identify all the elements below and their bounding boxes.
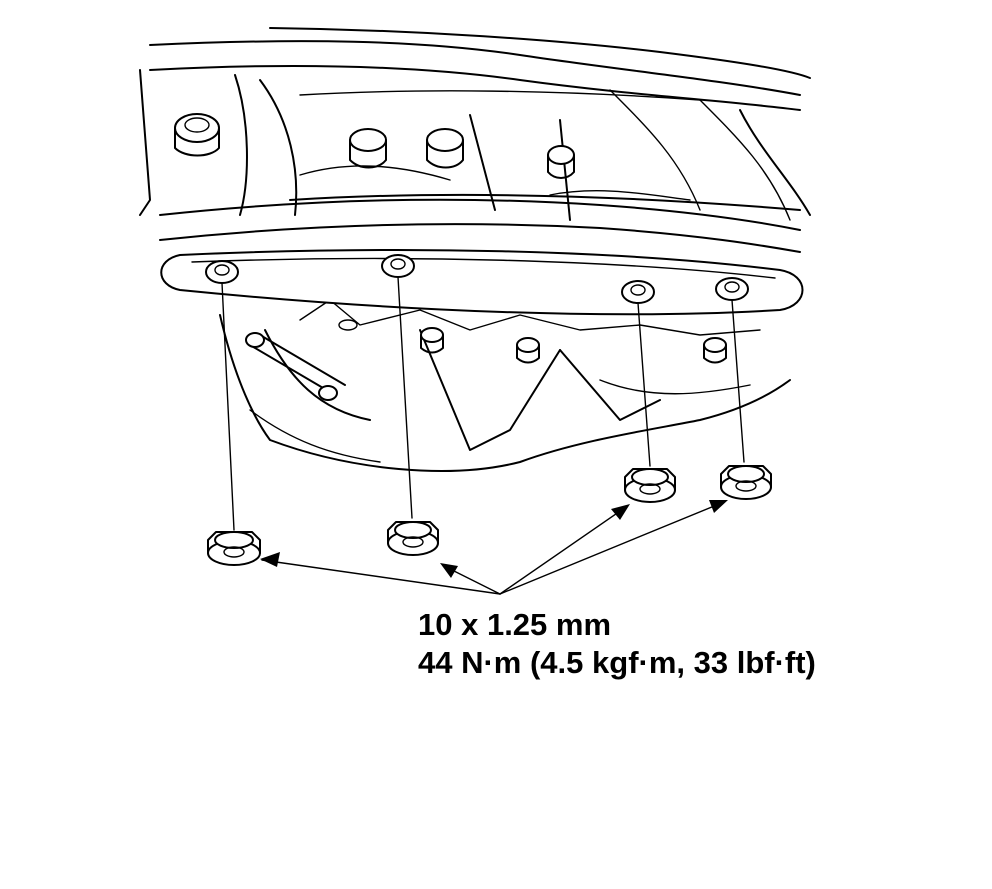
hole-2 <box>381 254 415 278</box>
flange-nut-1 <box>207 531 261 566</box>
flange-nut-3 <box>624 468 676 503</box>
frame-bolt-3 <box>426 128 464 169</box>
bolt-size-label: 10 x 1.25 mm <box>418 607 612 642</box>
mount-plate <box>160 249 804 316</box>
cross-beam <box>159 193 801 253</box>
arrowhead <box>611 504 630 520</box>
hole-4 <box>715 277 749 301</box>
arrowhead <box>260 552 280 567</box>
frame-bolt-2 <box>349 128 387 169</box>
callout-arrows <box>260 500 728 595</box>
flange-nut-4 <box>720 465 772 500</box>
frame-bolts <box>174 113 575 179</box>
frame-bolt-4 <box>547 145 575 179</box>
arrowhead <box>440 563 458 578</box>
leader-lines <box>221 276 745 531</box>
torque-spec-callout: 10 x 1.25 mm 44 N·m (4.5 kgf·m, 33 lbf·f… <box>418 606 816 682</box>
case-bolts <box>338 319 727 364</box>
torque-label: 44 N·m (4.5 kgf·m, 33 lbf·ft) <box>418 645 816 680</box>
hole-1 <box>205 260 239 284</box>
flange-nut-2 <box>387 521 439 556</box>
plate-holes <box>205 254 749 304</box>
transmission-case <box>219 299 791 472</box>
frame-lines <box>139 27 811 221</box>
arrowhead <box>709 500 728 513</box>
hole-3 <box>621 280 655 304</box>
frame-bolt-1 <box>174 113 220 157</box>
flange-nuts <box>207 465 772 566</box>
